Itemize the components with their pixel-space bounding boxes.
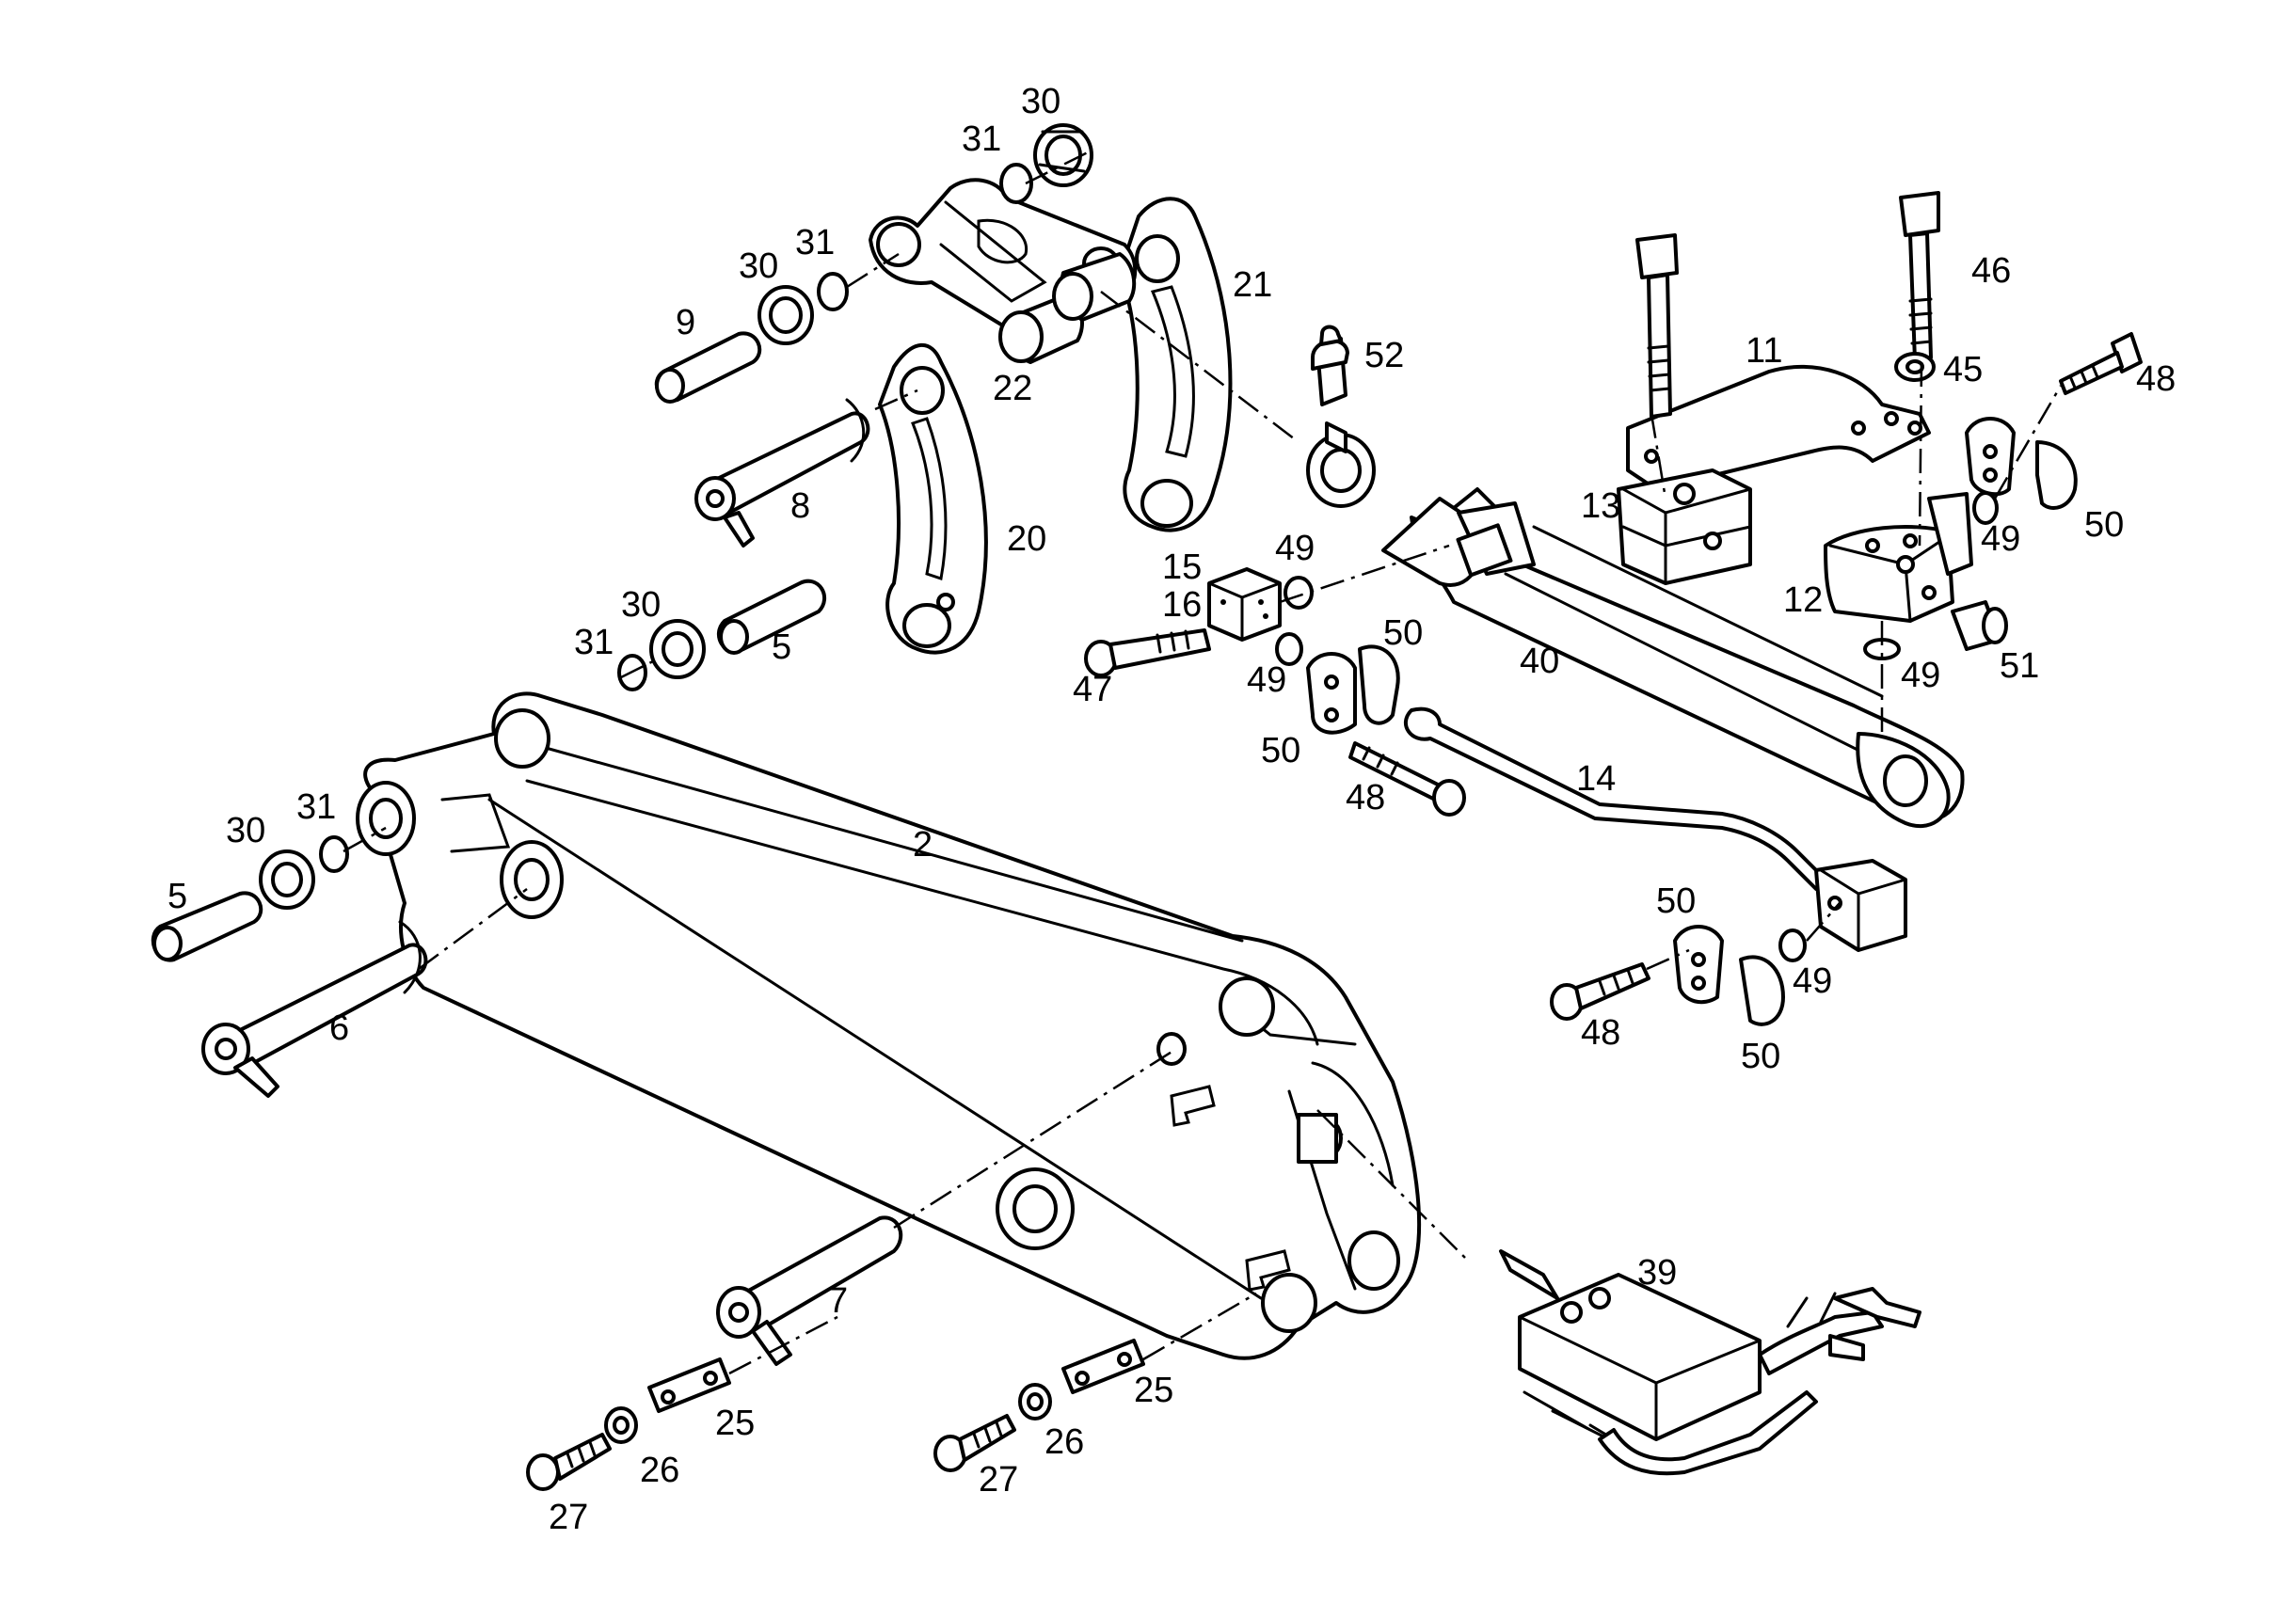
cross-beam-part (869, 178, 1138, 364)
label-47: 47 (1073, 670, 1112, 709)
label-40: 40 (1520, 642, 1559, 681)
pin-9 (654, 331, 762, 404)
label-49-right: 49 (1981, 519, 2020, 559)
bolt-48-mid (1348, 741, 1466, 817)
label-50-low2: 50 (1741, 1037, 1780, 1076)
rocker-link-21 (1118, 197, 1233, 532)
pin-5-top (717, 579, 826, 655)
plug-51 (1951, 600, 2008, 651)
label-6: 6 (329, 1008, 349, 1048)
washer-49-valve (1284, 576, 1314, 610)
label-49-block: 49 (1901, 656, 1940, 695)
washer-49-low (1778, 928, 1807, 962)
bolt-13-top (1635, 233, 1679, 419)
label-2: 2 (913, 825, 933, 865)
label-50-right: 50 (2084, 505, 2124, 545)
bolt-47 (1084, 628, 1211, 677)
half-clamp-50-low (1673, 925, 1785, 1026)
block-12 (1824, 492, 1973, 623)
label-12: 12 (1783, 580, 1823, 620)
washer-26-left (604, 1406, 638, 1444)
label-48-low: 48 (1581, 1013, 1620, 1053)
label-27-right: 27 (979, 1460, 1018, 1500)
bolt-48-top (2059, 332, 2143, 395)
control-valve-39 (1499, 1249, 1921, 1476)
bush-30-mid (757, 285, 814, 345)
label-11: 11 (1746, 331, 1782, 371)
label-48-top: 48 (2136, 359, 2176, 399)
label-27-left: 27 (549, 1498, 588, 1537)
bolt-48-low (1550, 962, 1650, 1021)
label-39: 39 (1637, 1253, 1677, 1293)
label-46: 46 (1971, 251, 2011, 291)
label-50-low: 50 (1656, 881, 1696, 921)
label-26-left: 26 (640, 1451, 679, 1490)
hydraulic-cylinder-40 (1306, 421, 1965, 829)
label-20: 20 (1007, 519, 1046, 559)
bolt-46 (1899, 191, 1940, 362)
part-labels: 30 31 30 31 9 21 22 52 46 11 45 48 8 20 … (167, 82, 2176, 1537)
half-clamp-50-right (1965, 417, 2078, 510)
label-45: 45 (1943, 350, 1983, 389)
pin-5-left (151, 891, 263, 962)
label-51: 51 (2000, 646, 2039, 686)
label-30-mid: 30 (739, 246, 778, 286)
label-25-left: 25 (715, 1404, 755, 1443)
label-30-top: 30 (1021, 82, 1060, 121)
label-30-left: 30 (226, 811, 265, 850)
block-13 (1617, 468, 1752, 585)
plate-25-right (1061, 1339, 1145, 1394)
pipe-14 (1404, 706, 1907, 952)
label-13: 13 (1581, 486, 1620, 526)
label-16: 16 (1162, 585, 1202, 625)
label-15: 15 (1162, 548, 1202, 587)
washer-31-top (999, 163, 1033, 204)
label-50-clamp2: 50 (1261, 731, 1300, 770)
label-48-mid: 48 (1346, 778, 1385, 817)
label-9: 9 (676, 303, 695, 342)
label-26-right: 26 (1044, 1422, 1084, 1462)
pin-8 (694, 398, 870, 548)
bush-30-low (649, 619, 706, 679)
label-8: 8 (790, 486, 810, 526)
label-21: 21 (1233, 265, 1272, 305)
label-49-valve: 49 (1275, 529, 1315, 568)
label-31-top: 31 (962, 119, 1001, 159)
label-7: 7 (828, 1281, 848, 1321)
washer-49-clamp (1275, 632, 1303, 666)
label-52: 52 (1364, 336, 1404, 375)
half-clamp-50 (1306, 644, 1400, 735)
label-49-clamp: 49 (1247, 660, 1286, 700)
label-30-low: 30 (621, 585, 661, 625)
bolt-27-right (933, 1414, 1016, 1472)
label-31-low: 31 (574, 623, 614, 662)
label-49-low: 49 (1793, 961, 1832, 1001)
label-31-mid: 31 (795, 223, 835, 262)
label-5-top: 5 (772, 627, 791, 667)
label-50-clamp: 50 (1383, 613, 1423, 653)
assembly-center-lines (343, 149, 2063, 1375)
label-22: 22 (993, 369, 1032, 408)
washer-26-right (1018, 1383, 1052, 1420)
main-arm-part (356, 691, 1422, 1360)
washer-31-mid (817, 272, 849, 311)
valve-block-16 (1207, 567, 1282, 642)
label-5-left: 5 (167, 877, 187, 916)
bracket-11 (1626, 364, 1931, 491)
plate-25-left (647, 1357, 731, 1413)
grease-nipple-52 (1311, 325, 1349, 406)
rocker-link-20 (878, 342, 988, 655)
pin-6 (201, 920, 428, 1098)
bolt-27-left (526, 1433, 612, 1491)
label-25-right: 25 (1134, 1371, 1173, 1410)
label-31-left: 31 (296, 787, 336, 827)
bush-30-left (259, 849, 315, 910)
washer-31-left (319, 835, 349, 873)
pin-7 (716, 1215, 903, 1366)
label-14: 14 (1576, 759, 1616, 799)
washer-45 (1894, 352, 1936, 382)
